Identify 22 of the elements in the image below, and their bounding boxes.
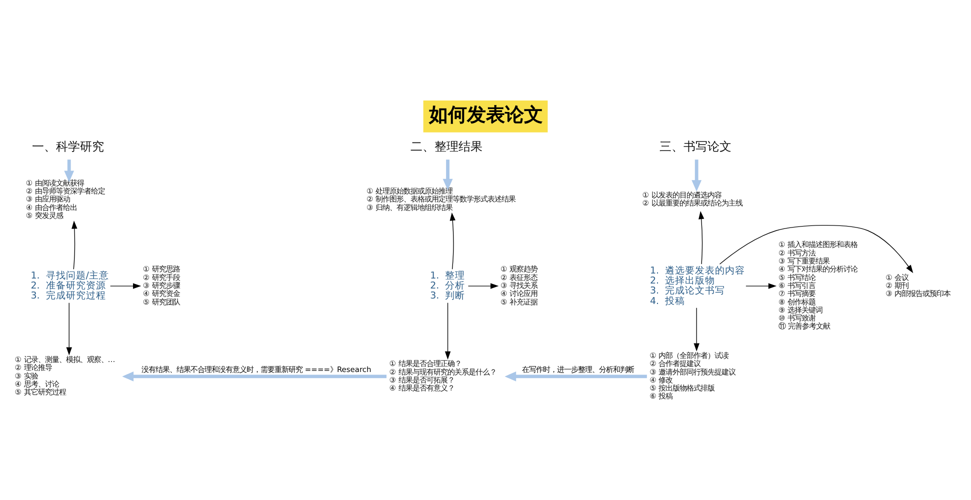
node-text: 1. 整理 2. 分析 3. 判断: [430, 270, 466, 302]
arrow: [72, 220, 78, 270]
arrow: [698, 210, 704, 264]
node-text: 三、书写论文: [660, 139, 732, 154]
node-text: 1. 寻找问题/主意 2. 准备研究资源 3. 完成研究过程: [30, 270, 110, 302]
arrow: [444, 302, 451, 360]
arrow: [66, 302, 72, 356]
diagram-title: 如何发表论文: [429, 104, 544, 126]
arrow: [64, 160, 74, 182]
arrow: [450, 212, 456, 270]
arrow: [122, 371, 386, 382]
arrow: [504, 371, 647, 382]
arrow: [719, 225, 914, 274]
arrow: [468, 283, 499, 289]
arrow: [692, 160, 702, 192]
arrow: [110, 283, 142, 289]
node-text: 一、科学研究: [32, 139, 104, 154]
arrow: [694, 307, 700, 352]
arrow: [442, 160, 453, 190]
arrow: [746, 283, 777, 289]
node-text: 1. 遴选要发表的内容 2. 选择出版物 3. 完成论文书写 4. 投稿: [650, 265, 746, 307]
node-text: 二、整理结果: [410, 139, 483, 154]
